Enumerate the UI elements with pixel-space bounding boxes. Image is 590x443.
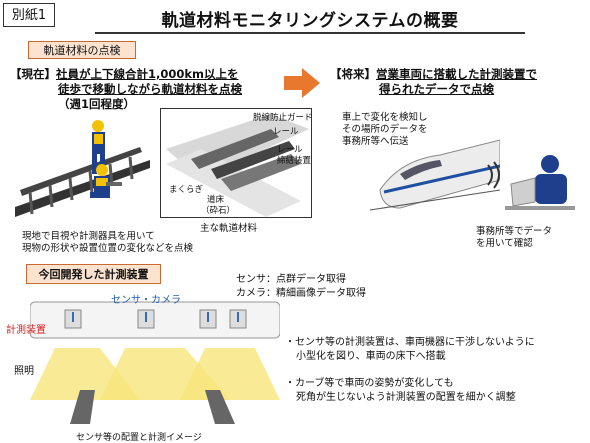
spec-sensor: センサ：点群データ取得 (236, 274, 346, 285)
section-label-device: 今回開発した計測装置 (26, 264, 161, 284)
current-prefix: 【現在】 (10, 67, 56, 81)
current-caption-1: 現地で目視や計測器具を用いて (22, 231, 155, 242)
bullet1-line1: ・センサ等の計測装置は、車両機器に干渉しないように (285, 337, 535, 348)
track-materials-diagram: 脱線防止ガード レール レール 締結装置 まくらぎ 道床 （砕石） (160, 108, 313, 218)
document-tag: 別紙1 (3, 3, 55, 27)
diagram-caption: 主な軌道材料 (200, 223, 258, 234)
label-rail: レール (273, 127, 299, 137)
label-fastener-2: 締結装置 (277, 156, 312, 166)
office-note-2: を用いて確認 (476, 238, 533, 249)
label-measurement-device: 計測装置 (6, 325, 46, 336)
current-line3: （週1回程度） (58, 97, 136, 111)
label-ballast-2: （砕石） (201, 206, 236, 216)
measurement-image (30, 301, 280, 424)
current-text-1: 社員が上下線合計1,000km以上を (56, 67, 239, 81)
arrow-right-icon (284, 68, 320, 98)
future-note-2: その場所のデータを (342, 124, 428, 135)
title-underline (95, 32, 525, 34)
bullet1-line2: 小型化を図り、車両の床下へ搭載 (296, 351, 446, 362)
office-worker-illustration (505, 155, 575, 210)
bullet2-line2: 死角が生じないよう計測装置の配置を細かく調整 (296, 392, 516, 403)
future-prefix: 【将来】 (330, 67, 376, 81)
label-sensor-camera: センサ・カメラ (111, 295, 181, 306)
train-illustration (369, 139, 500, 211)
spec-camera: カメラ：精細画像データ取得 (236, 288, 366, 299)
label-ballast-1: 道床 (207, 195, 225, 205)
current-line1: 【現在】社員が上下線合計1,000km以上を (10, 66, 239, 82)
office-note-1: 事務所等でデータ (476, 226, 553, 237)
workers-illustration (15, 120, 150, 217)
label-lighting: 照明 (14, 366, 34, 377)
page-title: 軌道材料モニタリングシステムの概要 (161, 11, 459, 31)
future-line1: 【将来】営業車両に搭載した計測装置で (330, 66, 537, 82)
current-caption-2: 現物の形状や設置位置の変化などを点検 (22, 243, 194, 254)
current-line2: 徒歩で移動しながら軌道材料を点検 (58, 82, 242, 96)
future-text-1: 営業車両に搭載した計測装置で (376, 67, 537, 81)
label-fastener-1: レール (277, 145, 303, 155)
section-label-inspection: 軌道材料の点検 (28, 41, 136, 59)
label-sleeper: まくらぎ (169, 185, 204, 195)
future-note-3: 事務所等へ伝送 (342, 136, 409, 147)
measurement-caption: センサ等の配置と計測イメージ (76, 433, 202, 443)
track-cross-section (166, 114, 309, 217)
bullet2-line1: ・カーブ等で車両の姿勢が変化しても (285, 378, 454, 389)
label-derail-guard: 脱線防止ガード (253, 113, 313, 123)
future-line2: 得られたデータで点検 (379, 82, 494, 96)
signal-icon (487, 161, 500, 189)
future-note-1: 車上で変化を検知し (342, 112, 428, 123)
